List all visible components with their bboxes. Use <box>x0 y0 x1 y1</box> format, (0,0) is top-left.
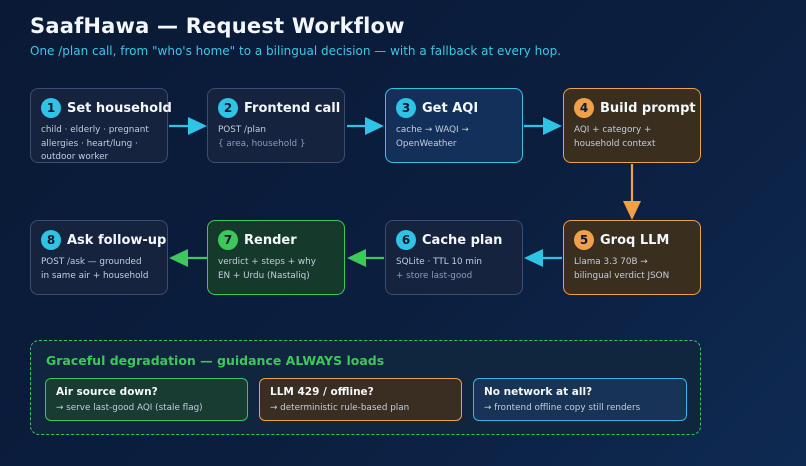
step-detail-line: { area, household } <box>218 138 306 149</box>
page-subtitle: One /plan call, from "who's home" to a b… <box>30 44 562 58</box>
fallback-title: LLM 429 / offline? <box>270 386 374 398</box>
step-detail-line: AQI + category + <box>574 125 652 135</box>
step-title: Frontend call <box>244 100 341 116</box>
step-detail-line: allergies · heart/lung · <box>41 138 138 149</box>
step-title: Get AQI <box>422 100 479 116</box>
step-number-badge: 4 <box>574 98 594 118</box>
step-detail-line: Llama 3.3 70B → <box>574 257 648 267</box>
step-detail-line: POST /ask — grounded <box>41 257 142 267</box>
step-detail-line: child · elderly · pregnant <box>41 125 149 135</box>
step-detail-line: cache → WAQI → <box>396 125 469 135</box>
step-title: Cache plan <box>422 232 503 248</box>
arrow-1-to-2 <box>169 117 207 135</box>
fallback-desc: → deterministic rule-based plan <box>270 403 410 413</box>
graceful-degradation-panel: Graceful degradation — guidance ALWAYS l… <box>30 340 701 435</box>
step-title: Build prompt <box>600 100 696 116</box>
step-detail-line: bilingual verdict JSON <box>574 270 670 281</box>
step-number-badge: 2 <box>218 98 238 118</box>
degradation-title: Graceful degradation — guidance ALWAYS l… <box>46 353 385 368</box>
step-detail-line: household context <box>574 138 656 149</box>
step-title: Render <box>244 232 297 248</box>
fallback-desc: → serve last-good AQI (stale flag) <box>56 403 203 413</box>
arrow-3-to-4 <box>524 117 562 135</box>
step-detail-line: verdict + steps + why <box>218 257 316 267</box>
arrow-5-to-6 <box>524 249 562 267</box>
step-detail-line: + store last-good <box>396 270 473 281</box>
fallback-no-network: No network at all? → frontend offline co… <box>473 378 687 421</box>
step-detail-line: OpenWeather <box>396 138 457 149</box>
arrow-4-to-5 <box>623 164 641 220</box>
step-number-badge: 6 <box>396 230 416 250</box>
step-cache-plan: 6 Cache plan SQLite · TTL 10 min + store… <box>385 220 523 295</box>
step-detail-line: outdoor worker <box>41 152 109 162</box>
step-groq-llm: 5 Groq LLM Llama 3.3 70B → bilingual ver… <box>563 220 701 295</box>
step-title: Groq LLM <box>600 232 670 248</box>
fallback-desc: → frontend offline copy still renders <box>484 403 641 413</box>
page-title: SaafHawa — Request Workflow <box>30 14 405 38</box>
arrow-6-to-7 <box>347 249 384 267</box>
fallback-air-source: Air source down? → serve last-good AQI (… <box>45 378 248 421</box>
step-render: 7 Render verdict + steps + why EN + Urdu… <box>207 220 345 295</box>
step-get-aqi: 3 Get AQI cache → WAQI → OpenWeather <box>385 88 523 163</box>
step-number-badge: 7 <box>218 230 238 250</box>
step-number-badge: 3 <box>396 98 416 118</box>
step-detail-line: SQLite · TTL 10 min <box>396 257 482 267</box>
step-ask-follow-up: 8 Ask follow-up POST /ask — grounded in … <box>30 220 168 295</box>
arrow-7-to-8 <box>169 249 207 267</box>
step-title: Ask follow-up <box>67 232 167 248</box>
fallback-title: No network at all? <box>484 386 593 398</box>
fallback-llm: LLM 429 / offline? → deterministic rule-… <box>259 378 462 421</box>
step-number-badge: 1 <box>41 98 61 118</box>
step-detail-line: in same air + household <box>41 270 149 281</box>
fallback-title: Air source down? <box>56 386 158 398</box>
step-detail-line: EN + Urdu (Nastaliq) <box>218 270 310 281</box>
arrow-2-to-3 <box>347 117 384 135</box>
step-set-household: 1 Set household child · elderly · pregna… <box>30 88 172 163</box>
step-number-badge: 5 <box>574 230 594 250</box>
step-detail-line: POST /plan <box>218 125 266 135</box>
step-frontend-call: 2 Frontend call POST /plan { area, house… <box>207 88 345 163</box>
step-build-prompt: 4 Build prompt AQI + category + househol… <box>563 88 701 163</box>
step-title: Set household <box>67 100 172 116</box>
step-number-badge: 8 <box>41 230 61 250</box>
